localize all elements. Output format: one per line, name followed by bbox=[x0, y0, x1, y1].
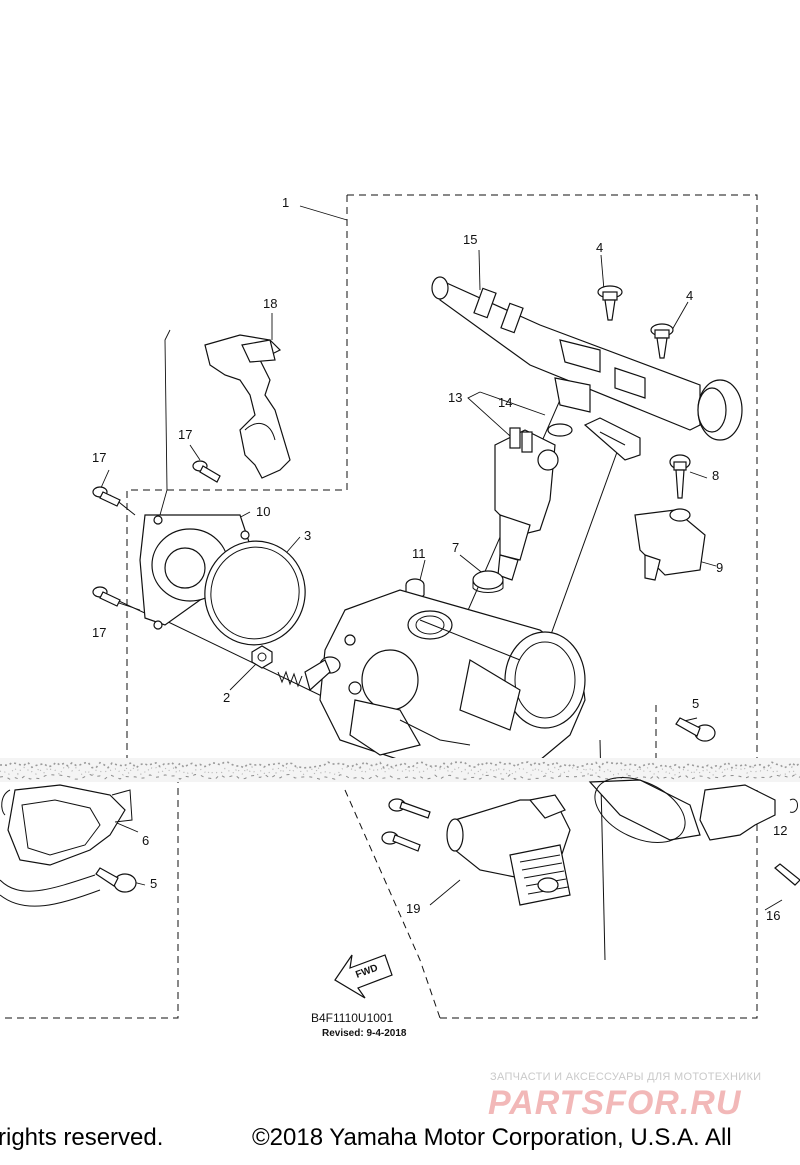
callout-16: 16 bbox=[766, 908, 780, 923]
scan-noise-band bbox=[0, 758, 800, 782]
bolt-17a bbox=[192, 460, 221, 483]
callout-3: 3 bbox=[304, 528, 311, 543]
footer-copyright: ©2018 Yamaha Motor Corporation, U.S.A. A… bbox=[252, 1124, 732, 1151]
bracket-18 bbox=[204, 334, 291, 479]
callout-17a: 17 bbox=[178, 427, 192, 442]
revised-date: Revised: 9-4-2018 bbox=[322, 1028, 407, 1039]
screw-4a bbox=[597, 285, 623, 321]
callout-11: 11 bbox=[412, 546, 426, 561]
tube-right bbox=[588, 777, 701, 843]
callout-5a: 5 bbox=[692, 696, 699, 711]
watermark-logo: PARTSFOR.RU bbox=[488, 1084, 742, 1122]
watermark-tagline: ЗАПЧАСТИ И АКСЕССУАРЫ ДЛЯ МОТОТЕХНИКИ bbox=[490, 1071, 762, 1083]
callout-17c: 17 bbox=[92, 625, 106, 640]
callout-19: 19 bbox=[406, 901, 420, 916]
callouts: 1 2 3 4 4 5 5 6 7 8 9 10 11 12 13 14 15 … bbox=[92, 195, 787, 923]
pin-16 bbox=[774, 863, 800, 886]
cover-plate-10 bbox=[139, 514, 251, 630]
diagram-code: B4F1110U1001 bbox=[311, 1011, 394, 1025]
bolt-17b bbox=[92, 486, 121, 507]
callout-18: 18 bbox=[263, 296, 277, 311]
callout-7: 7 bbox=[452, 540, 459, 555]
screw-5a bbox=[675, 717, 716, 742]
sensor-9 bbox=[634, 508, 706, 581]
idle-valve-19 bbox=[446, 794, 571, 906]
bolt-17c bbox=[92, 586, 121, 607]
callout-13: 13 bbox=[448, 390, 462, 405]
callout-9: 9 bbox=[716, 560, 723, 575]
ring-7 bbox=[472, 570, 504, 593]
screw-4b bbox=[650, 323, 674, 359]
callout-5b: 5 bbox=[150, 876, 157, 891]
o-ring-3 bbox=[204, 540, 306, 646]
screw-5b bbox=[95, 867, 137, 893]
callout-2: 2 bbox=[223, 690, 230, 705]
callout-8: 8 bbox=[712, 468, 719, 483]
callout-12: 12 bbox=[773, 823, 787, 838]
connector-12 bbox=[699, 784, 798, 841]
spring bbox=[277, 659, 331, 692]
callout-15: 15 bbox=[463, 232, 477, 247]
screw-lower-b bbox=[381, 831, 421, 852]
callout-14: 14 bbox=[498, 395, 512, 410]
screw-lower-a bbox=[388, 798, 431, 819]
callout-4b: 4 bbox=[686, 288, 693, 303]
throttle-body bbox=[319, 589, 586, 761]
fuel-rail bbox=[431, 276, 743, 461]
fwd-arrow-icon: FWD bbox=[334, 954, 393, 999]
callout-1: 1 bbox=[282, 195, 289, 210]
bolt-8 bbox=[669, 454, 691, 499]
callout-17b: 17 bbox=[92, 450, 106, 465]
sensor-6 bbox=[0, 784, 133, 907]
callout-10: 10 bbox=[256, 504, 270, 519]
footer-rights-text: rights reserved. bbox=[0, 1124, 164, 1151]
seal-14 bbox=[537, 423, 573, 471]
callout-6: 6 bbox=[142, 833, 149, 848]
callout-4a: 4 bbox=[596, 240, 603, 255]
nut-2 bbox=[251, 645, 273, 669]
